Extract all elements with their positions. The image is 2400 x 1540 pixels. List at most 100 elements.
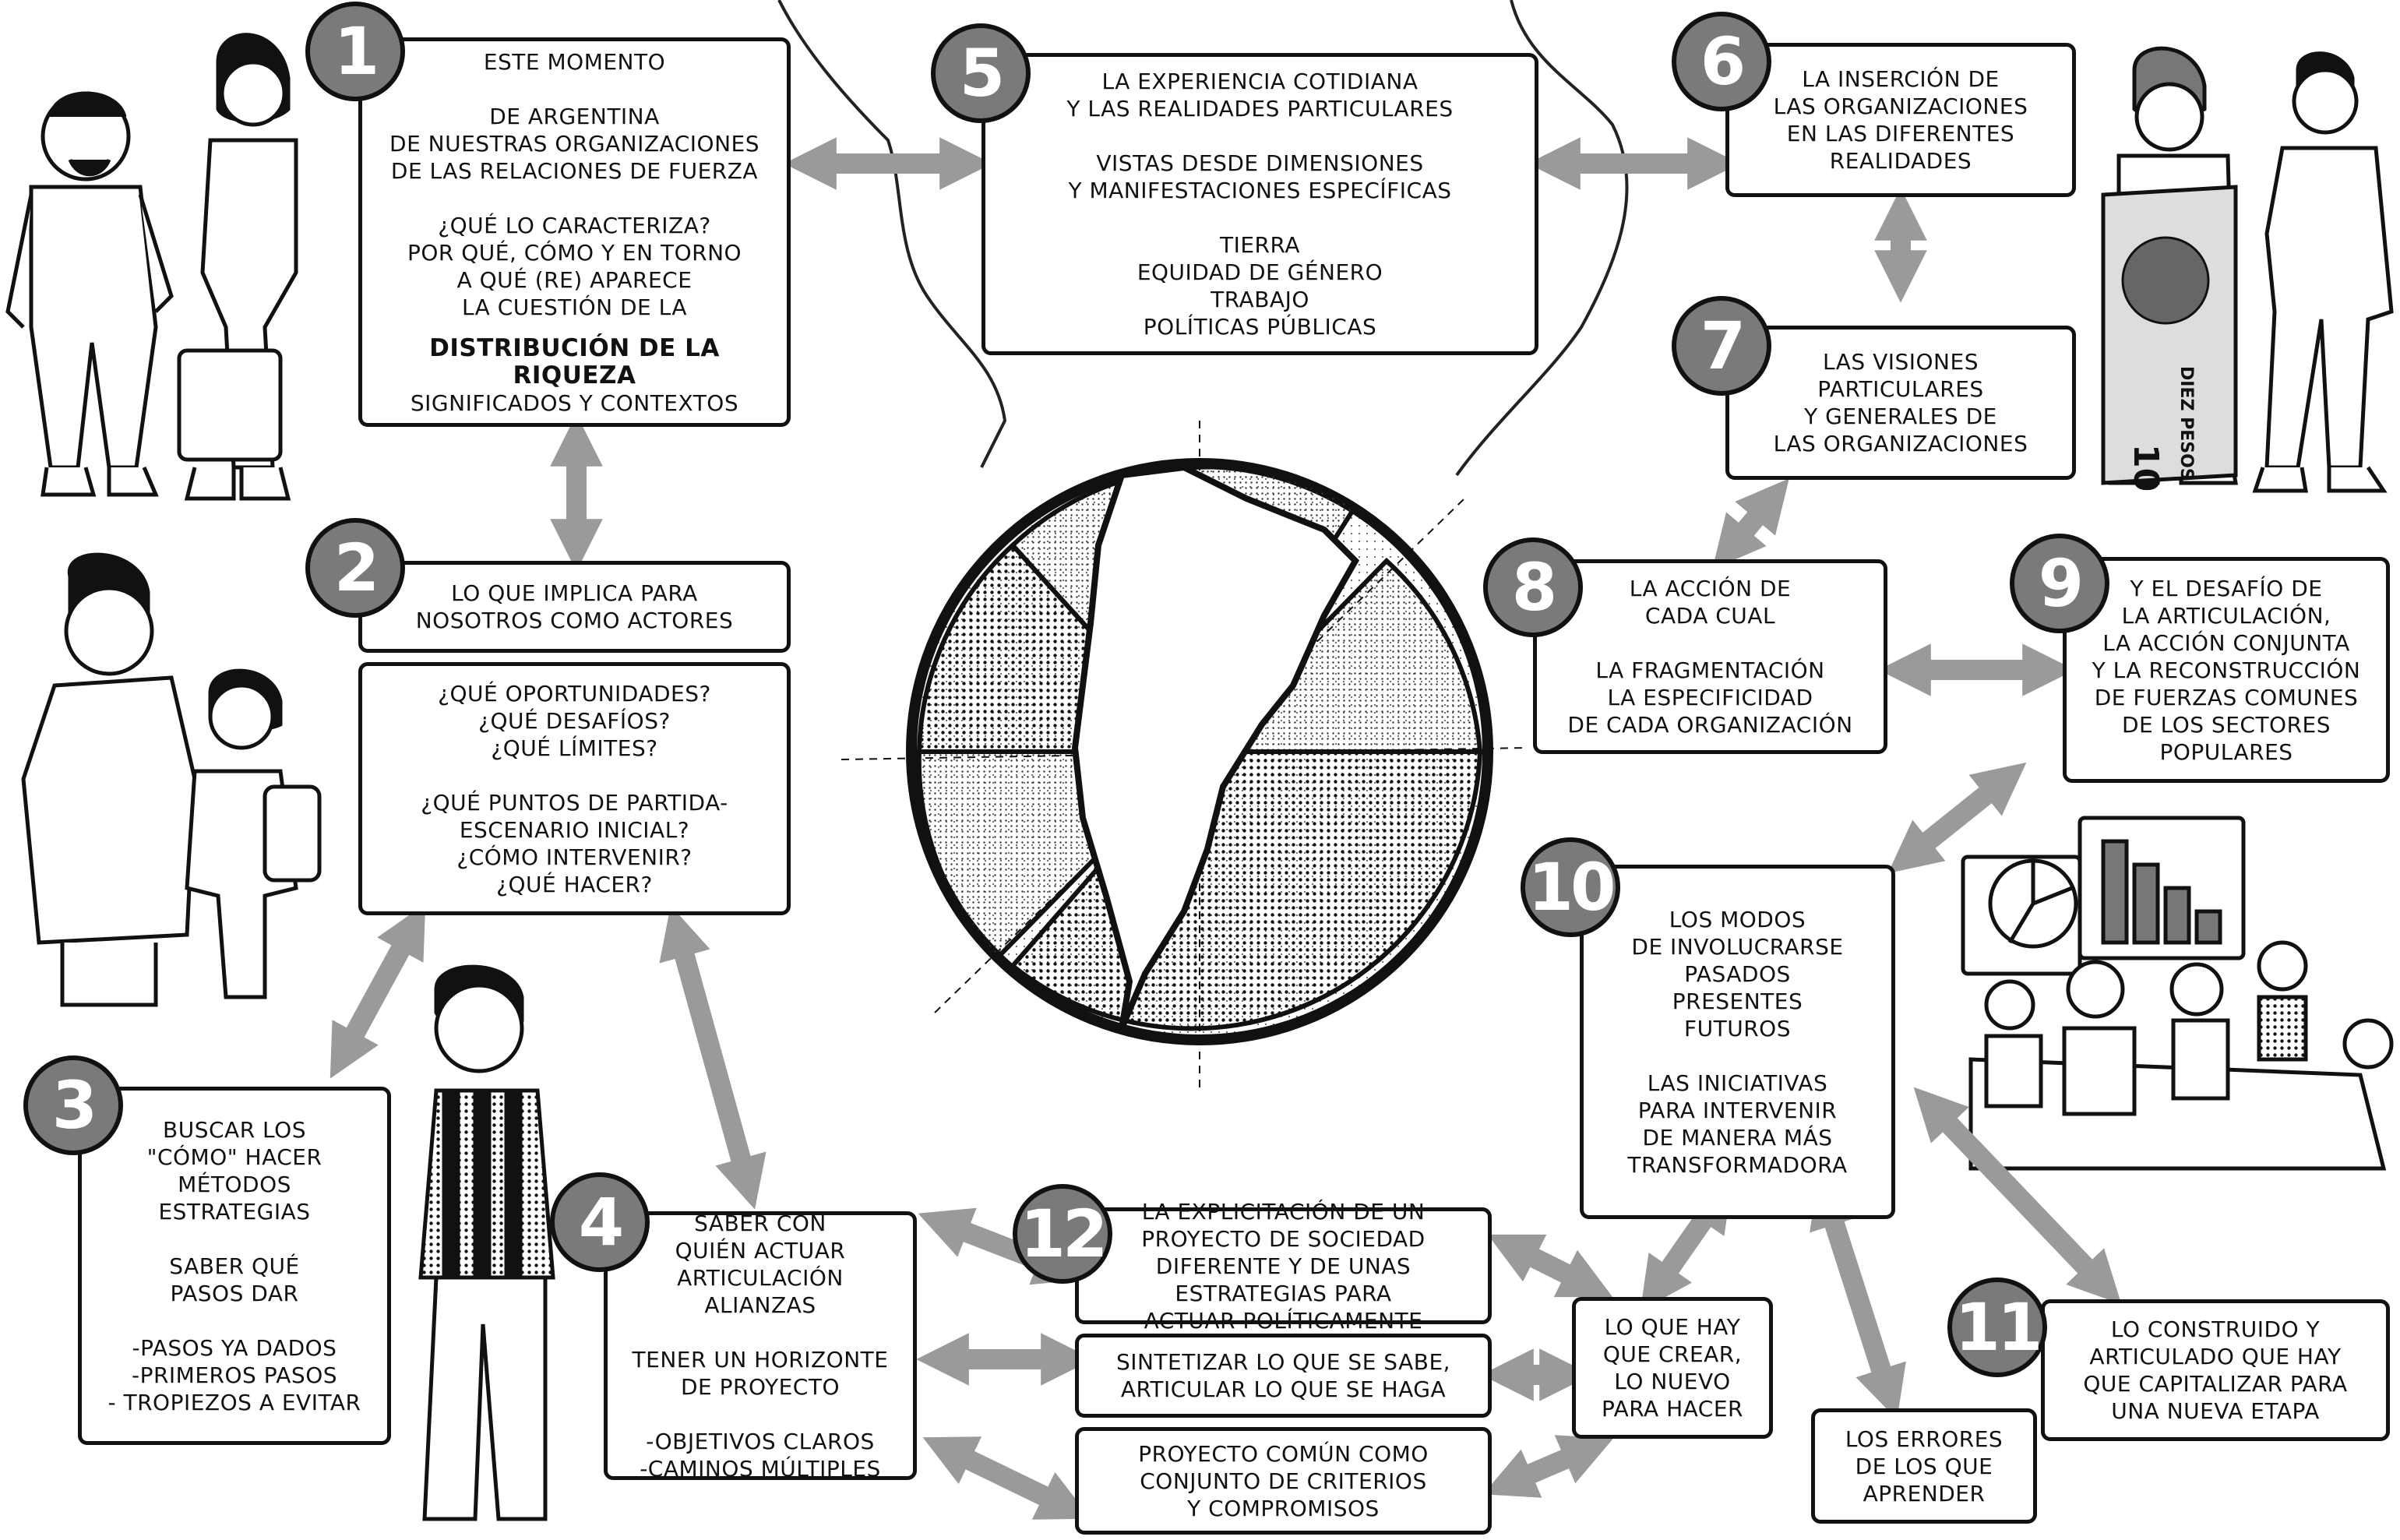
box-4-line: SABER CON — [694, 1210, 826, 1236]
badge-10: 10 — [1521, 837, 1620, 937]
box-4-line — [633, 1401, 889, 1428]
box-3-line — [107, 1225, 361, 1253]
box-12-line: ESTRATEGIAS PARA — [1175, 1280, 1392, 1306]
box-4-line: TENER UN HORIZONTE — [632, 1346, 889, 1373]
box-7: LAS VISIONES PARTICULARES Y GENERALES DE… — [1725, 326, 2076, 480]
box-1-tail: SIGNIFICADOS Y CONTEXTOS — [410, 389, 739, 416]
box-5: LA EXPERIENCIA COTIDIANA Y LAS REALIDADE… — [981, 53, 1538, 355]
continent-outline — [777, 0, 1629, 477]
box-10-line: TRANSFORMADORA — [1627, 1151, 1848, 1178]
box-5-line: TIERRA — [1220, 232, 1300, 258]
illustration-man-1 — [5, 91, 174, 497]
illustration-young-man — [418, 964, 555, 1521]
box-10-line: PRESENTES — [1672, 988, 1803, 1014]
box-7-line: LAS ORGANIZACIONES — [1773, 431, 2028, 456]
illustration-man-2 — [2252, 51, 2394, 493]
box-7-line: PARTICULARES — [1817, 376, 1984, 402]
box-2-question: ¿CÓMO INTERVENIR? — [456, 844, 693, 870]
box-1-emphasis: DISTRIBUCIÓN DE LA RIQUEZA — [429, 333, 720, 389]
box-1-line — [373, 185, 776, 212]
box-11-line: ARTICULADO QUE HAY — [2089, 1344, 2342, 1369]
box-12-line: PROYECTO DE SOCIEDAD — [1141, 1225, 1426, 1252]
badge-5: 5 — [931, 23, 1031, 123]
box-5-line: VISTAS DESDE DIMENSIONES — [1096, 150, 1424, 176]
box-1-line: A QUÉ (RE) APARECE — [456, 266, 693, 293]
box-2-question: ¿QUÉ OPORTUNIDADES? — [438, 680, 711, 707]
box-2-question: ¿QUÉ PUNTOS DE PARTIDA- — [421, 789, 728, 816]
badge-9: 9 — [2010, 534, 2109, 633]
box-8-line: CADA CUAL — [1644, 603, 1776, 629]
box-2-question: ¿QUÉ LÍMITES? — [491, 735, 658, 761]
box-8-line: LA ACCIÓN DE — [1629, 576, 1792, 601]
box-3-line: - TROPIEZOS A EVITAR — [107, 1389, 361, 1415]
box-errors-line: DE LOS QUE — [1855, 1453, 1993, 1479]
box-4-line: -OBJETIVOS CLAROS — [646, 1428, 875, 1454]
badge-6: 6 — [1672, 12, 1771, 111]
badge-1: 1 — [305, 2, 405, 101]
box-10-line: LAS INICIATIVAS — [1647, 1070, 1828, 1096]
box-3-line: BUSCAR LOS — [163, 1116, 306, 1143]
box-12-synthesis: SINTETIZAR LO QUE SE SABE, ARTICULAR LO … — [1075, 1334, 1492, 1418]
box-what-to-create: LO QUE HAY QUE CREAR, LO NUEVO PARA HACE… — [1572, 1297, 1773, 1439]
box-3-line: -PRIMEROS PASOS — [131, 1362, 338, 1388]
banknote-label: DIEZ PESOS — [2176, 366, 2196, 481]
box-create-line: LO QUE HAY — [1604, 1314, 1741, 1340]
box-1-line: LA CUESTIÓN DE LA — [461, 294, 688, 320]
box-1-line: DE LAS RELACIONES DE FUERZA — [390, 157, 759, 184]
box-1-line: DE ARGENTINA — [489, 103, 660, 129]
box-9-line: LA ACCIÓN CONJUNTA — [2102, 629, 2350, 656]
banknote-value: 10 — [2126, 444, 2166, 492]
box-9-line: Y LA RECONSTRUCCIÓN — [2092, 657, 2361, 683]
box-5-line: Y MANIFESTACIONES ESPECÍFICAS — [1068, 178, 1452, 203]
box-10-line: DE MANERA MÁS — [1642, 1124, 1833, 1151]
box-1-line — [373, 321, 776, 335]
box-10-line: LOS MODOS — [1669, 906, 1806, 932]
box-8-line: LA ESPECIFICIDAD — [1607, 685, 1813, 710]
box-7-line: Y GENERALES DE — [1804, 404, 1997, 429]
box-6-line: LAS ORGANIZACIONES — [1773, 93, 2028, 119]
box-4-line: QUIÉN ACTUAR — [675, 1237, 846, 1263]
box-6-line: LA INSERCIÓN DE — [1802, 66, 2000, 92]
box-12c-line: CONJUNTO DE CRITERIOS — [1140, 1468, 1427, 1494]
box-create-line: LO NUEVO — [1614, 1369, 1731, 1394]
box-2-line: LO QUE IMPLICA PARA — [451, 580, 698, 606]
box-11: LO CONSTRUIDO Y ARTICULADO QUE HAY QUE C… — [2041, 1299, 2390, 1441]
box-10-line: FUTUROS — [1684, 1015, 1791, 1041]
arrow-9-10 — [1887, 762, 2027, 874]
box-11-line: LO CONSTRUIDO Y — [2110, 1316, 2321, 1342]
box-12-common-project: PROYECTO COMÚN COMO CONJUNTO DE CRITERIO… — [1075, 1427, 1492, 1535]
arrow-2-3 — [330, 904, 426, 1079]
box-5-line — [1066, 204, 1453, 231]
box-3: BUSCAR LOS "CÓMO" HACER MÉTODOS ESTRATEG… — [78, 1087, 391, 1445]
box-1-line: DE NUESTRAS ORGANIZACIONES — [389, 130, 759, 157]
box-10-line: PARA INTERVENIR — [1637, 1097, 1838, 1123]
box-3-line: -PASOS YA DADOS — [132, 1334, 337, 1361]
box-9: Y EL DESAFÍO DE LA ARTICULACIÓN, LA ACCI… — [2063, 557, 2390, 783]
box-12-line: ACTUAR POLÍTICAMENTE — [1144, 1307, 1423, 1334]
box-5-line: EQUIDAD DE GÉNERO — [1137, 259, 1383, 285]
box-11-line: QUE CAPITALIZAR PARA — [2083, 1371, 2348, 1397]
box-3-line: MÉTODOS — [178, 1171, 291, 1197]
box-2: LO QUE IMPLICA PARA NOSOTROS COMO ACTORE… — [358, 561, 791, 653]
box-1-line: POR QUÉ, CÓMO Y EN TORNO — [407, 239, 742, 266]
box-1-line — [373, 76, 776, 103]
box-6: LA INSERCIÓN DE LAS ORGANIZACIONES EN LA… — [1725, 43, 2076, 197]
box-4-line: ALIANZAS — [704, 1292, 816, 1318]
arrow-10-errores — [1810, 1174, 1906, 1420]
box-12c-line: PROYECTO COMÚN COMO — [1138, 1440, 1429, 1467]
box-1-line: ¿QUÉ LO CARACTERIZA? — [438, 212, 711, 238]
box-11-line: UNA NUEVA ETAPA — [2111, 1398, 2320, 1424]
arrow-12-crear — [1487, 1234, 1613, 1298]
box-1: ESTE MOMENTO DE ARGENTINA DE NUESTRAS OR… — [358, 37, 791, 427]
box-10-line: PASADOS — [1684, 960, 1791, 987]
box-12c-line: Y COMPROMISOS — [1187, 1495, 1380, 1521]
box-create-line: PARA HACER — [1601, 1396, 1744, 1422]
box-9-line: DE LOS SECTORES — [2121, 711, 2331, 738]
box-3-line: SABER QUÉ — [169, 1253, 300, 1279]
badge-11: 11 — [1947, 1277, 2047, 1377]
illustration-woman-1 — [177, 33, 298, 501]
box-9-line: POPULARES — [2159, 738, 2293, 765]
box-2-question: ¿QUÉ HACER? — [496, 871, 653, 897]
